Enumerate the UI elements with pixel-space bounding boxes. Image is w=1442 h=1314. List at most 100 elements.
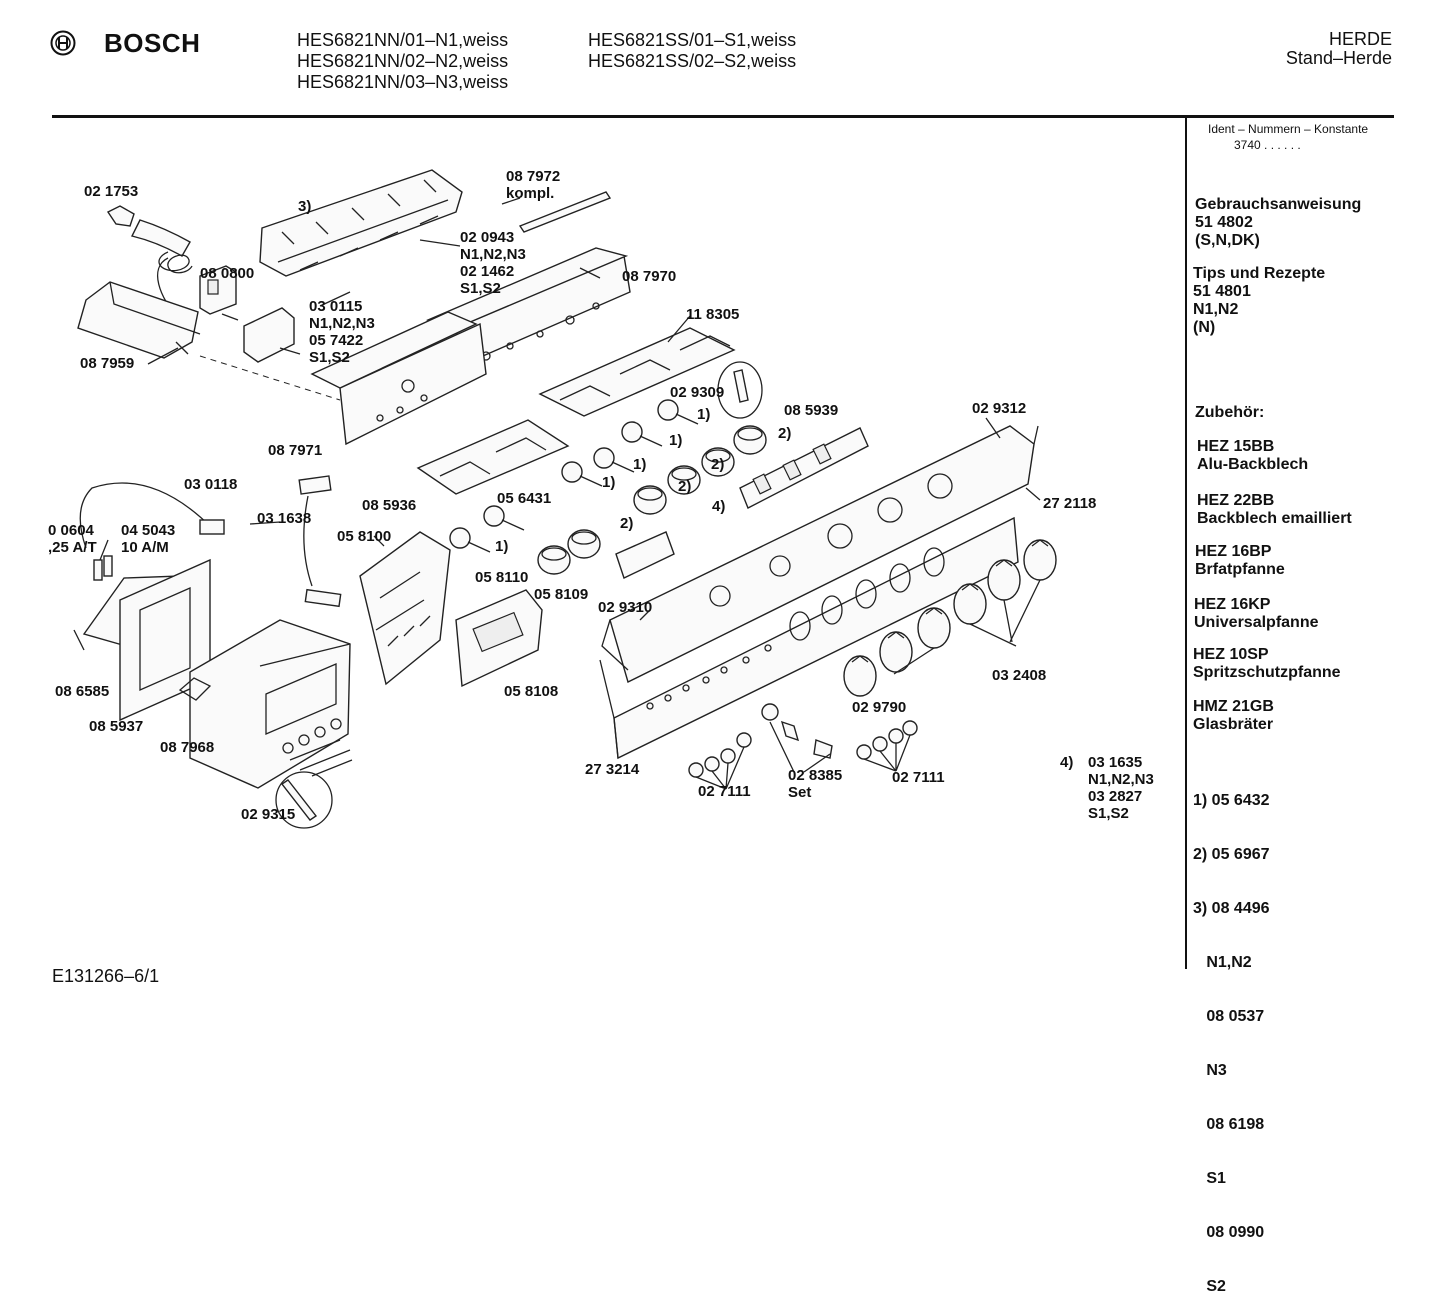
label-029312: 02 9312 (972, 400, 1027, 417)
label-020943: 02 0943 N1,N2,N3 02 1462 S1,S2 (460, 229, 526, 297)
label-058108: 05 8108 (504, 683, 559, 700)
callout-2: 2) (711, 456, 725, 473)
block-line: 2) 05 6967 (1193, 846, 1270, 863)
block-line: S2 (1193, 1278, 1226, 1295)
label-045043: 04 5043 10 A/M (121, 522, 176, 556)
label-087972: 08 7972 kompl. (506, 168, 561, 202)
model-line: HES6821SS/02–S2,weiss (588, 51, 797, 71)
block-line: Gebrauchsanweisung (1195, 196, 1362, 213)
exploded-view-drawing (73, 169, 1057, 829)
label-085937: 08 5937 (89, 718, 144, 735)
label-031638: 03 1638 (257, 510, 312, 527)
label-087959: 08 7959 (80, 355, 135, 372)
block-line: Tips und Rezepte (1193, 265, 1326, 282)
block-line: HEZ 16BP (1195, 543, 1272, 560)
oven-knob-group (843, 539, 1057, 697)
block-line: HEZ 15BB (1197, 438, 1275, 455)
knob-cap-group (537, 361, 767, 575)
block-line: 3) 08 4496 (1193, 900, 1270, 917)
model-line: HES6821NN/02–N2,weiss (297, 51, 509, 71)
label-030115: 03 0115 N1,N2,N3 05 7422 S1,S2 (309, 298, 375, 366)
brand-name: BOSCH (104, 28, 201, 58)
block-line: N1,N2 (1193, 954, 1252, 971)
block-line: HEZ 16KP (1194, 596, 1271, 613)
sidebar-block-footnotes: 1) 05 6432 2) 05 6967 3) 08 4496 N1,N2 0… (1193, 756, 1270, 1314)
label-087971: 08 7971 (268, 442, 323, 459)
bracket-085936 (416, 419, 570, 495)
rail-087972 (518, 191, 612, 233)
bracket-118305 (538, 327, 736, 417)
sidebar-accessories-title: Zubehör: (1195, 404, 1265, 421)
sidebar-divider (1185, 118, 1187, 969)
label-030604: 0 0604 ,25 A/T (48, 522, 97, 556)
label-085939: 08 5939 (784, 402, 839, 419)
block-line: 08 0537 (1193, 1008, 1265, 1025)
block-line: N3 (1193, 1062, 1227, 1079)
callout-2: 2) (778, 425, 792, 442)
block-line: HEZ 10SP (1193, 646, 1269, 663)
label-272118: 27 2118 (1043, 495, 1097, 512)
block-line: Brfatpfanne (1195, 561, 1285, 578)
label-118305: 11 8305 (686, 306, 740, 323)
cable-harness-030118 (79, 482, 225, 549)
label-032408: 03 2408 (992, 667, 1047, 684)
label-029315: 02 9315 (241, 806, 296, 823)
callout-1: 1) (495, 538, 509, 555)
label-056431: 05 6431 (497, 490, 552, 507)
sidebar-block-manual: Gebrauchsanweisung 51 4802 (S,N,DK) (1195, 196, 1361, 250)
fuse-holder (93, 539, 113, 581)
label-085936: 08 5936 (362, 497, 417, 514)
block-line: Backblech emailliert (1197, 510, 1352, 527)
timer-module-058100 (359, 531, 451, 686)
rotary-switch-group (449, 399, 699, 553)
block-line: 08 6198 (1193, 1116, 1265, 1133)
sidebar-block-hez22bb: HEZ 22BB Backblech emailliert (1197, 492, 1352, 528)
screwdriver-029315 (275, 739, 353, 829)
control-fascia-272118 (601, 425, 1039, 683)
category: HERDE Stand–Herde (1286, 30, 1392, 68)
block-line: N1,N2 (1193, 301, 1239, 318)
cable-coil-icon (106, 205, 193, 337)
thermostat (243, 307, 301, 363)
block-line: Spritzschutzpfanne (1193, 664, 1341, 681)
relay-block (199, 265, 239, 321)
category-line: HERDE (1328, 29, 1392, 49)
header-rule (52, 115, 1394, 118)
display-frame-085939 (739, 427, 869, 509)
block-line: Glasbräter (1193, 716, 1274, 733)
terminal-block-087968 (178, 619, 351, 789)
display-frame-029310 (615, 531, 675, 579)
label-087968: 08 7968 (160, 739, 215, 756)
callout-4: 4) (712, 498, 726, 515)
block-line: 51 4802 (1195, 214, 1253, 231)
sidebar-block-hez10sp: HEZ 10SP Spritzschutzpfanne (1193, 646, 1341, 682)
sidebar-block-tips: Tips und Rezepte 51 4801 N1,N2 (N) (1193, 265, 1325, 337)
ident-title: Ident – Nummern – Konstante (1208, 122, 1369, 136)
control-unit-box (77, 281, 201, 359)
label-028385: 02 8385 Set (788, 767, 843, 801)
label-273214: 27 3214 (585, 761, 640, 778)
block-line: Alu-Backblech (1197, 456, 1309, 473)
block-line: S1 (1193, 1170, 1226, 1187)
callout-1: 1) (602, 474, 616, 491)
block-line: 08 0990 (1193, 1224, 1265, 1241)
model-line: HES6821NN/03–N3,weiss (297, 72, 509, 92)
model-line: HES6821SS/01–S1,weiss (588, 30, 797, 50)
callout-2: 2) (678, 478, 692, 495)
block-line: HEZ 22BB (1197, 492, 1275, 509)
ribbon-cable-031638 (298, 475, 342, 608)
label-080800: 08 0800 (200, 265, 255, 282)
bosch-logo-icon (50, 30, 76, 56)
label-086585: 08 6585 (55, 683, 110, 700)
callout-1: 1) (669, 432, 683, 449)
block-line: HMZ 21GB (1193, 698, 1274, 715)
ident-value: 3740 . . . . . . (1234, 138, 1301, 152)
label-058109: 05 8109 (534, 586, 589, 603)
block-line: (S,N,DK) (1195, 232, 1260, 249)
footer-code: E131266–6/1 (52, 966, 160, 986)
label-029309: 02 9309 (670, 384, 725, 401)
sidebar-block-hez15bb: HEZ 15BB Alu-Backblech (1197, 438, 1308, 474)
label-027111-b: 02 7111 (892, 769, 945, 786)
label-029310: 02 9310 (598, 599, 653, 616)
label-029790: 02 9790 (852, 699, 907, 716)
